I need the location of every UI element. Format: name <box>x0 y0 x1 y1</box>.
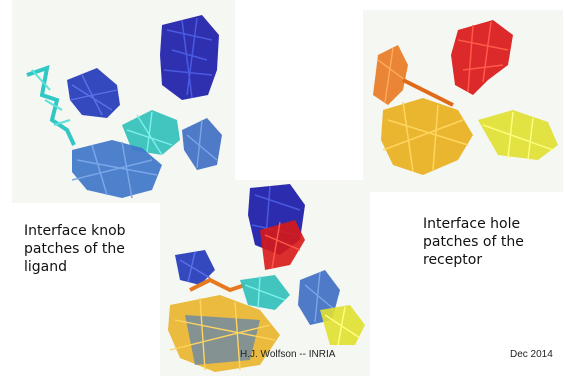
receptor-patch-yellow <box>478 110 558 160</box>
ligand-chain-cyan <box>27 68 74 145</box>
footer-author: H.J. Wolfson -- INRIA <box>240 349 335 360</box>
ligand-patch-dark-blue-top <box>160 15 219 100</box>
ligand-image <box>12 0 235 203</box>
ligand-caption: Interface knob patches of the ligand <box>24 222 126 276</box>
ligand-patch-blue-mid <box>67 68 120 118</box>
footer-date: Dec 2014 <box>510 349 553 360</box>
receptor-image <box>363 10 563 192</box>
receptor-caption-line-3: receptor <box>423 251 524 269</box>
complex-patch-mesh <box>160 180 370 376</box>
receptor-patch-gold <box>381 98 473 175</box>
ligand-caption-line-2: patches of the <box>24 240 126 258</box>
ligand-patch-mesh <box>12 0 235 203</box>
complex-image <box>160 180 370 376</box>
complex-patch-yellow <box>320 305 365 345</box>
receptor-caption-line-2: patches of the <box>423 233 524 251</box>
receptor-patch-mesh <box>363 10 563 192</box>
ligand-caption-line-3: ligand <box>24 258 126 276</box>
receptor-caption: Interface hole patches of the receptor <box>423 215 524 269</box>
receptor-patch-red <box>451 20 513 95</box>
receptor-patch-orange <box>373 45 408 105</box>
ligand-caption-line-1: Interface knob <box>24 222 126 240</box>
receptor-caption-line-1: Interface hole <box>423 215 524 233</box>
